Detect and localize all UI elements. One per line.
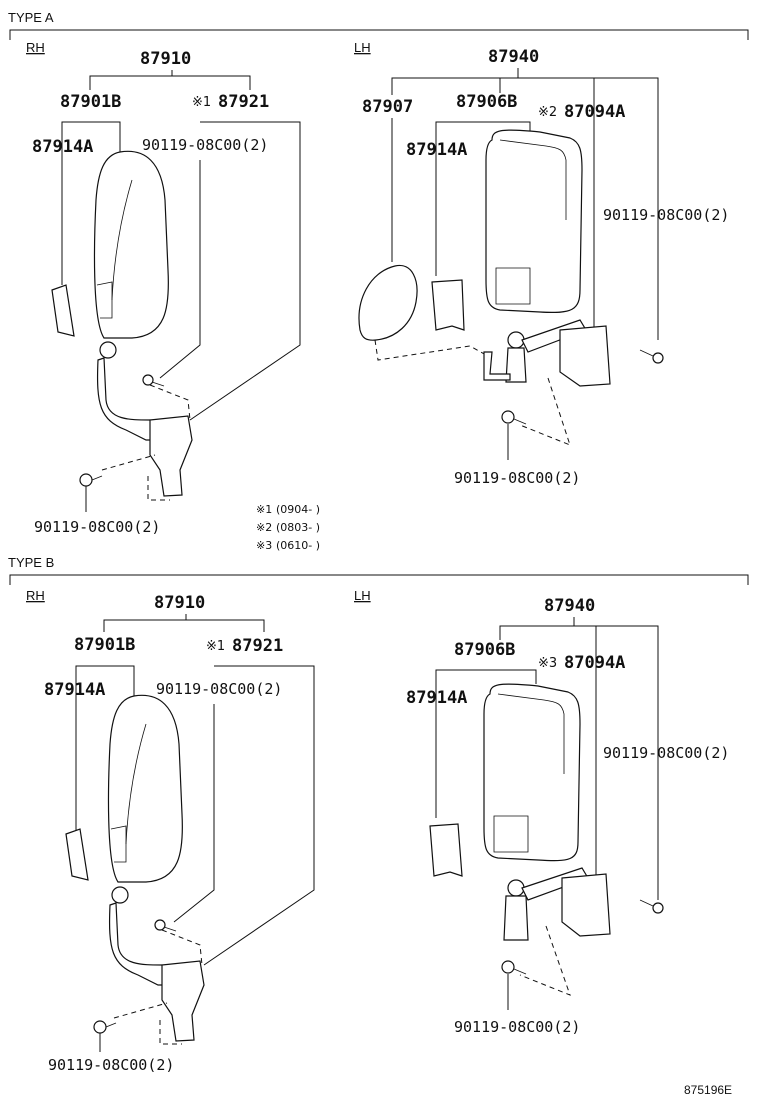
type-b-rh-mirror: 87901B xyxy=(74,635,135,655)
type-b-lh-screw-right: 90119-08C00(2) xyxy=(603,744,729,762)
type-a-lh-mark: ※2 xyxy=(538,105,557,120)
type-b-lh-group: LH 87940 87906B ※3 87094A 87914A 90119-0… xyxy=(354,588,729,1036)
type-b-lh-mark: ※3 xyxy=(538,656,557,671)
type-a-lh-screw-right: 90119-08C00(2) xyxy=(603,206,729,224)
type-b-rh-screw-top: 90119-08C00(2) xyxy=(156,680,282,698)
type-b-rh-bracket: 87921 xyxy=(232,636,283,656)
type-a-rh-mirror-body xyxy=(93,150,169,339)
type-b-rh-assembly: 87910 xyxy=(154,593,205,613)
type-a-lh-bracket-part xyxy=(559,325,611,387)
type-b-section: TYPE B RH 87910 87901B ※1 87921 87914A 9… xyxy=(8,555,749,1074)
type-b-rh-bracket-part xyxy=(161,960,205,1042)
type-b-rh-label: RH xyxy=(26,588,45,603)
type-b-lh-assembly: 87940 xyxy=(544,596,595,616)
type-b-rh-cover-part xyxy=(65,828,89,881)
type-a-rh-cover-part xyxy=(51,284,75,337)
note-2-mark: ※2 xyxy=(256,521,272,534)
type-a-bracket-line xyxy=(9,29,749,40)
type-a-rh-label: RH xyxy=(26,40,45,55)
type-a-rh-bracket-part xyxy=(149,415,193,497)
type-b-lh-mirror-body xyxy=(483,683,581,862)
type-b-lh-label: LH xyxy=(354,588,371,603)
type-a-title: TYPE A xyxy=(8,10,54,25)
type-b-lh-bracket: 87094A xyxy=(564,653,625,673)
type-a-rh-screw-bottom: 90119-08C00(2) xyxy=(34,518,160,536)
footnotes: ※1 (0904- ) ※2 (0803- ) ※3 (0610- ) xyxy=(256,503,320,552)
type-a-lh-cover: 87914A xyxy=(406,140,467,160)
type-a-rh-screw-top: 90119-08C00(2) xyxy=(142,136,268,154)
type-a-rh-cover: 87914A xyxy=(32,137,93,157)
diagram-id: 875196E xyxy=(684,1083,732,1097)
type-a-lh-group: LH 87940 87907 87906B ※2 87094A 87914A 9… xyxy=(354,40,729,487)
type-a-lh-screw-bottom: 90119-08C00(2) xyxy=(454,469,580,487)
type-b-lh-mirror: 87906B xyxy=(454,640,515,660)
type-a-lh-sub-mirror: 87907 xyxy=(362,97,413,117)
type-b-rh-arm xyxy=(108,902,175,986)
type-a-lh-mirror: 87906B xyxy=(456,92,517,112)
note-3-text: (0610- ) xyxy=(276,539,320,552)
note-2-text: (0803- ) xyxy=(276,521,320,534)
type-b-rh-screw-bottom: 90119-08C00(2) xyxy=(48,1056,174,1074)
type-b-rh-group: RH 87910 87901B ※1 87921 87914A 90119-08… xyxy=(26,588,315,1074)
type-b-lh-cover: 87914A xyxy=(406,688,467,708)
type-a-lh-cover-part xyxy=(431,279,465,331)
type-a-rh-assembly: 87910 xyxy=(140,49,191,69)
note-1-text: (0904- ) xyxy=(276,503,320,516)
note-1-mark: ※1 xyxy=(256,503,272,516)
type-b-lh-bracket-part xyxy=(561,873,611,937)
type-a-rh-arm xyxy=(96,357,163,441)
type-b-lh-cover-part xyxy=(429,823,463,877)
type-a-rh-group: RH 87910 87901B ※1 87921 87914A 90119-08… xyxy=(26,40,301,536)
type-a-lh-assembly: 87940 xyxy=(488,47,539,67)
type-a-section: TYPE A RH 87910 87901B ※1 87921 87914A 9… xyxy=(8,10,749,552)
type-b-rh-mirror-body xyxy=(107,694,183,883)
type-b-rh-mark: ※1 xyxy=(206,639,225,654)
type-a-lh-label: LH xyxy=(354,40,371,55)
type-a-rh-mark: ※1 xyxy=(192,95,211,110)
type-a-rh-bracket: 87921 xyxy=(218,92,269,112)
type-a-lh-bracket: 87094A xyxy=(564,102,625,122)
type-b-bracket-line xyxy=(9,574,749,585)
type-a-lh-sub-mirror-part xyxy=(358,264,418,341)
type-b-title: TYPE B xyxy=(8,555,54,570)
note-3-mark: ※3 xyxy=(256,539,272,552)
type-b-lh-screw-bottom: 90119-08C00(2) xyxy=(454,1018,580,1036)
type-b-rh-cover: 87914A xyxy=(44,680,105,700)
type-a-lh-mirror-body xyxy=(485,129,583,314)
type-a-rh-mirror: 87901B xyxy=(60,92,121,112)
